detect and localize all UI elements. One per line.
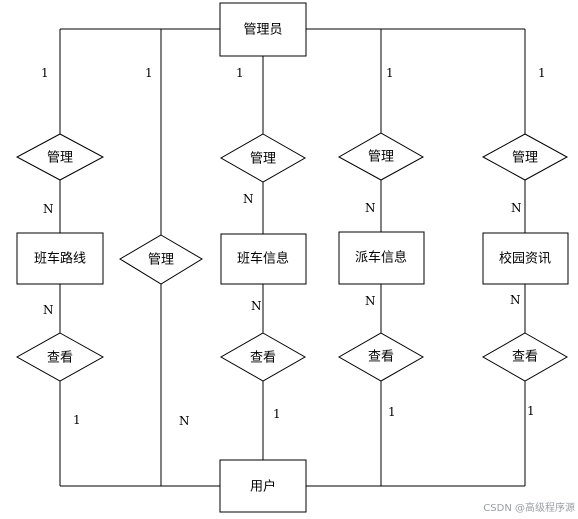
cardinality-user-bus: 1 [273, 407, 281, 421]
cardinality-dispatch-manage: N [365, 201, 376, 215]
entity-admin-label: 管理员 [243, 23, 282, 38]
cardinality-news-view: N [510, 293, 521, 307]
cardinality-admin-user: 1 [145, 66, 153, 80]
entity-bus-info-label: 班车信息 [237, 251, 289, 267]
relationship-view-bus-label: 查看 [250, 350, 276, 366]
cardinality-user-route: 1 [73, 413, 81, 427]
cardinality-admin-route: 1 [41, 66, 49, 80]
relationship-view-dispatch: 查看 [337, 332, 425, 382]
entity-bus-route: 班车路线 [16, 232, 104, 285]
entity-bus-info: 班车信息 [220, 233, 307, 285]
cardinality-route-view: N [43, 303, 54, 317]
relationship-manage-dispatch-label: 管理 [368, 150, 394, 165]
entity-bus-route-label: 班车路线 [34, 251, 86, 267]
entity-campus-news: 校园资讯 [482, 232, 569, 285]
relationship-view-bus: 查看 [219, 332, 307, 382]
cardinality-bus-manage: N [243, 192, 254, 206]
relationship-manage-bus: 管理 [219, 133, 307, 183]
relationship-manage-news-label: 管理 [512, 151, 538, 166]
cardinality-labels: 1 1 1 1 1 N N N N N N N N 1 N 1 1 1 [41, 66, 546, 428]
cardinality-bus-view: N [251, 299, 262, 313]
cardinality-route-manage: N [43, 202, 54, 216]
entity-user: 用户 [219, 459, 307, 513]
relationship-view-route: 查看 [15, 332, 105, 382]
entity-user-label: 用户 [250, 479, 276, 495]
cardinality-user-manage: N [179, 414, 190, 428]
relationship-manage-user-label: 管理 [148, 253, 174, 268]
relationship-manage-news: 管理 [481, 133, 569, 181]
entity-admin: 管理员 [219, 2, 307, 57]
cardinality-user-news: 1 [527, 404, 535, 418]
relationship-manage-bus-label: 管理 [250, 152, 276, 167]
cardinality-admin-news: 1 [538, 66, 546, 80]
relationship-view-route-label: 查看 [47, 350, 73, 366]
connector-lines [59, 28, 526, 487]
relationship-view-news-label: 查看 [512, 349, 538, 365]
relationship-manage-dispatch: 管理 [337, 132, 425, 181]
entity-dispatch-info: 派车信息 [338, 231, 425, 285]
relationship-manage-route: 管理 [15, 133, 105, 181]
relationship-manage-user: 管理 [119, 234, 203, 285]
relationship-manage-route-label: 管理 [47, 151, 73, 166]
cardinality-user-dispatch: 1 [388, 405, 396, 419]
cardinality-dispatch-view: N [365, 294, 376, 308]
cardinality-news-manage: N [511, 201, 522, 215]
relationship-view-dispatch-label: 查看 [368, 349, 394, 365]
relationship-view-news: 查看 [481, 332, 569, 382]
cardinality-admin-bus: 1 [236, 66, 244, 80]
watermark: CSDN @高级程序源 [483, 501, 575, 514]
entity-campus-news-label: 校园资讯 [499, 251, 551, 267]
cardinality-admin-dispatch: 1 [386, 66, 394, 80]
entity-dispatch-info-label: 派车信息 [355, 250, 407, 266]
